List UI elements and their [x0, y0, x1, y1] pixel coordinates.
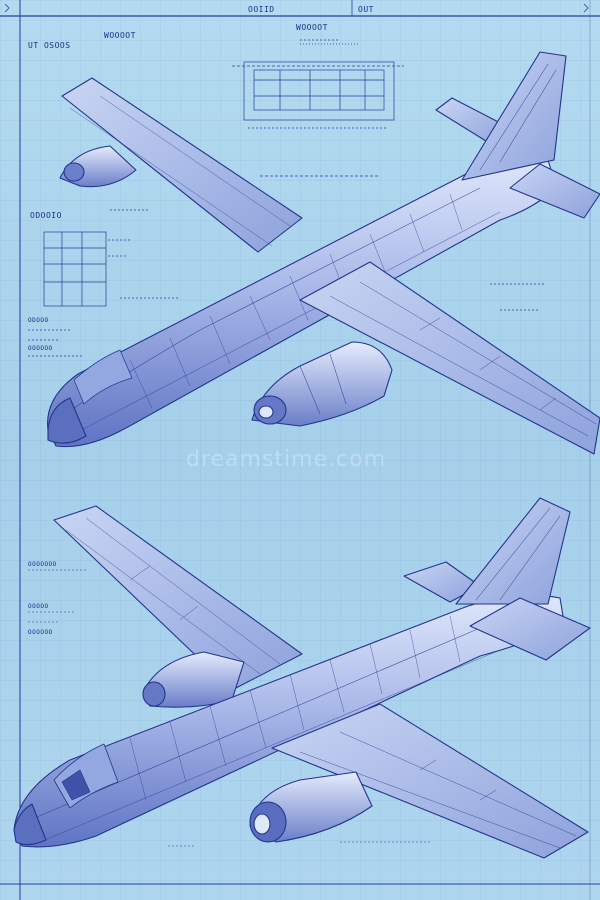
top-far-wing: [61, 77, 303, 253]
bottom-far-wing: [53, 505, 303, 691]
bottom-near-wing: [271, 703, 589, 859]
top-near-stabilizer: [509, 163, 600, 219]
top-schematic: [232, 39, 404, 129]
aircraft-bottom: [13, 497, 591, 859]
top-left-sub-note: WOOOOT: [104, 31, 136, 40]
top-near-engine: [251, 341, 393, 427]
side-note-3: OOOOOO: [28, 345, 53, 352]
top-left-note: UT OSOOS: [28, 41, 71, 50]
lower-note-1: OOOOOOO: [28, 561, 57, 568]
side-note-1: ODOOIO: [30, 211, 62, 220]
bottom-near-stabilizer: [469, 597, 591, 661]
lower-note-3: OOOOOO: [28, 629, 53, 636]
title-block-left: OOIID: [248, 5, 275, 14]
top-near-wing: [299, 261, 600, 455]
bottom-tail-fin: [455, 497, 571, 605]
lower-annotations: [28, 569, 430, 847]
aircraft-top: [47, 51, 600, 455]
left-schematic: [28, 175, 544, 357]
watermark: dreamstime.com: [186, 447, 386, 472]
lower-note-2: OOOOO: [28, 603, 49, 610]
title-block-right: OUT: [358, 5, 374, 14]
header-note: WOOOOT: [296, 23, 328, 32]
side-note-2: ODOOO: [28, 317, 49, 324]
top-tail-fin: [461, 51, 567, 181]
bottom-fuselage: [13, 594, 565, 848]
